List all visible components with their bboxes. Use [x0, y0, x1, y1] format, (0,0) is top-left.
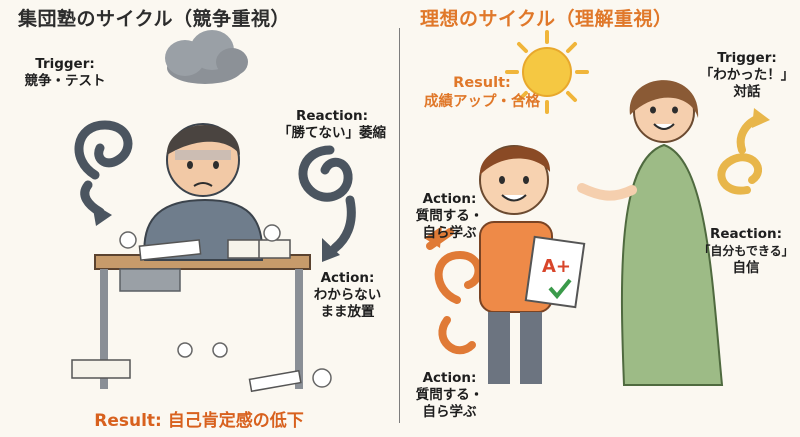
- right-reaction-label: Reaction: 「自分もできる」 自信: [698, 226, 794, 276]
- right-trigger-label: Trigger: 「わかった！」 対話: [699, 50, 795, 100]
- left-action-label: Action: わからない まま放置: [313, 270, 382, 320]
- right-action-bottom-label: Action: 質問する・ 自ら学ぶ: [415, 370, 484, 420]
- sun-icon: [505, 30, 589, 114]
- left-trigger-label: Trigger: 競争・テスト: [24, 56, 106, 89]
- panel-divider: [399, 28, 400, 423]
- right-panel: 理想のサイクル（理解重視）: [402, 0, 800, 437]
- left-reaction-label: Reaction: 「勝てない」萎縮: [278, 108, 386, 141]
- right-action-top-label: Action: 質問する・ 自ら学ぶ: [415, 191, 484, 241]
- storm-cloud-icon: [165, 30, 248, 84]
- papers-icon: [71, 224, 332, 393]
- left-result-text: Result: 自己肯定感の低下: [94, 411, 304, 431]
- teacher-icon: [577, 80, 724, 386]
- right-result-label: Result: 成績アップ・合格: [424, 75, 540, 110]
- left-panel: 集団塾のサイクル（競争重視）: [0, 0, 398, 437]
- right-illustration: A+: [424, 30, 770, 386]
- right-title: 理想のサイクル（理解重視）: [420, 8, 673, 30]
- spiral-arrow-icon: [426, 114, 764, 355]
- graded-paper-icon: A+: [524, 235, 586, 309]
- left-illustration: [71, 30, 356, 393]
- grade-text: A+: [542, 256, 571, 277]
- left-title: 集団塾のサイクル（競争重視）: [18, 8, 291, 30]
